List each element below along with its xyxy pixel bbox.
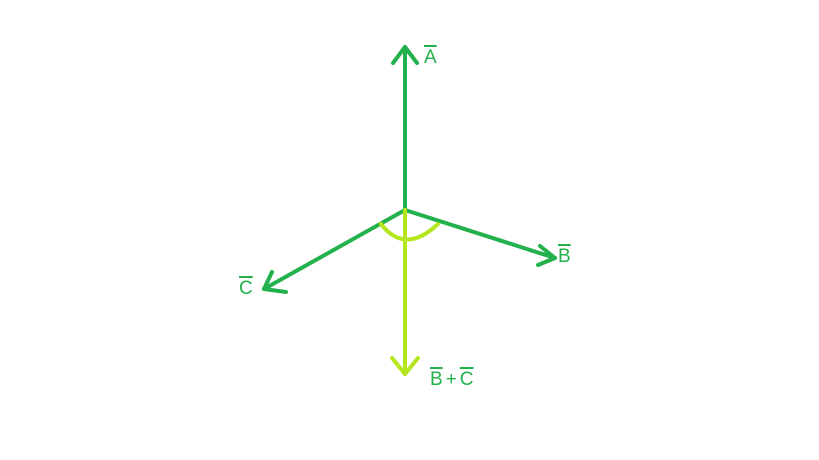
vector-b-label: B <box>558 246 571 267</box>
vector-a-label: A <box>424 47 437 68</box>
angle-arc <box>379 222 440 242</box>
resultant-label: B+C <box>430 370 474 389</box>
vector-c-label: C <box>239 278 253 299</box>
resultant-operator: + <box>445 369 457 390</box>
resultant-arrow <box>390 208 420 376</box>
vector-c-arrow <box>262 208 407 294</box>
resultant-right-term: C <box>459 369 474 390</box>
vector-b-arrow <box>403 208 557 267</box>
resultant-left-term: B <box>430 369 443 390</box>
vector-a-arrow <box>391 45 419 212</box>
